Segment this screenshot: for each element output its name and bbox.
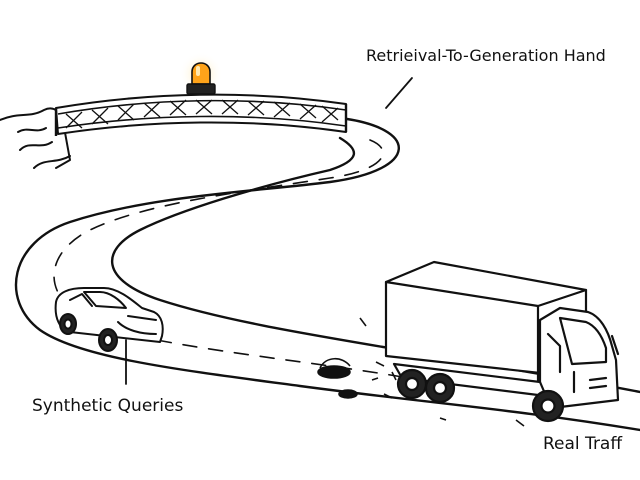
- synthetic-queries-label: Synthetic Queries: [32, 396, 184, 416]
- pothole-icon: [317, 317, 525, 427]
- bridge-label-pointer: [385, 77, 413, 109]
- real-traffic-label: Real Traff: [543, 434, 623, 454]
- bridge-handoff-label: Retrieival-To-Generation Hand: [366, 46, 606, 65]
- truck-illustration: [384, 260, 620, 423]
- bridge-illustration: [54, 93, 348, 136]
- car-illustration: [54, 287, 164, 352]
- warning-beacon-icon: [179, 52, 223, 96]
